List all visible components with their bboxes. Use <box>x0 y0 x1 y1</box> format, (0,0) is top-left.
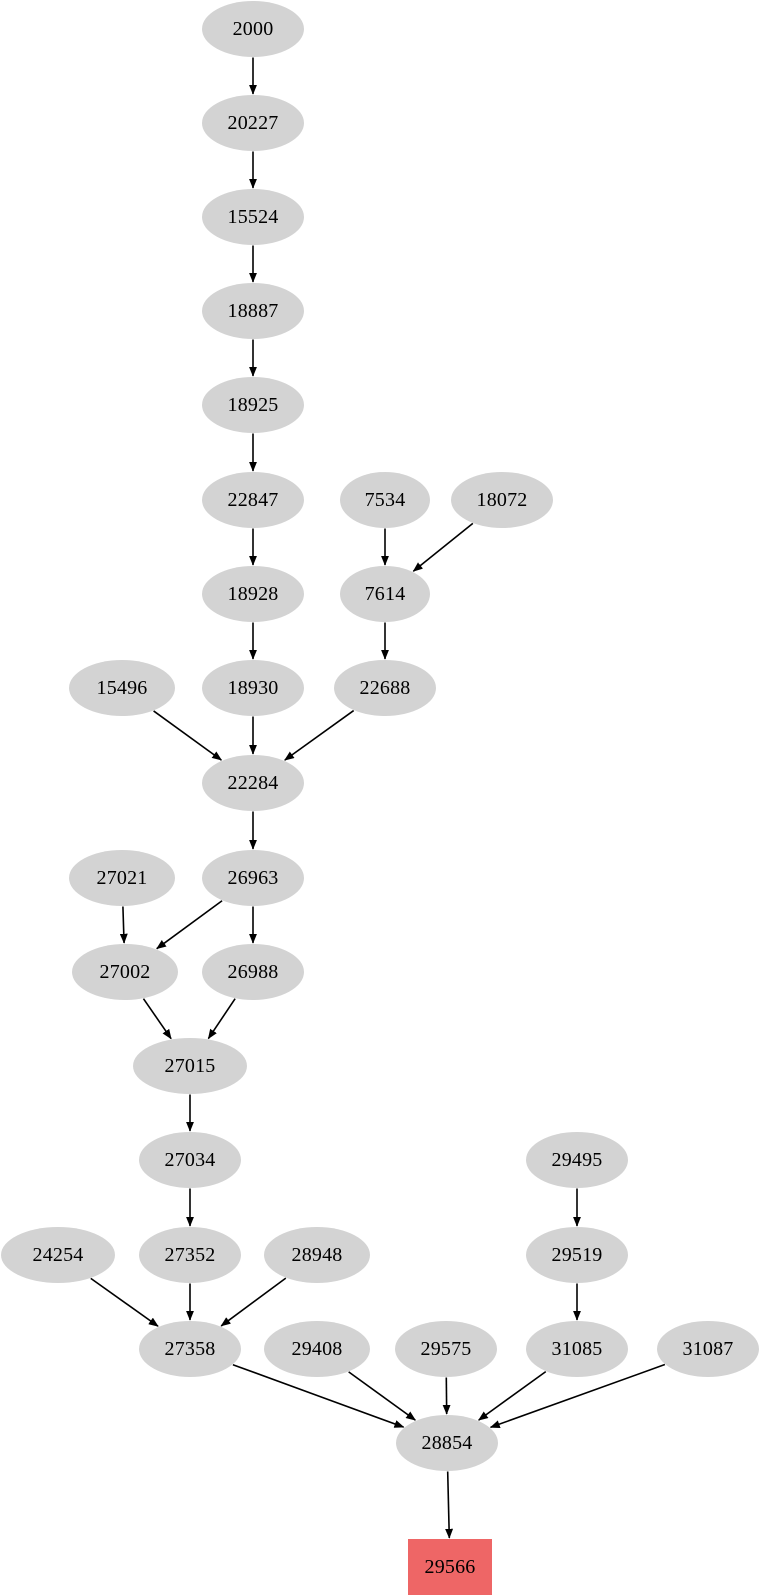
graph-node-label: 27358 <box>164 1338 216 1360</box>
graph-node-label: 15496 <box>96 677 148 699</box>
graph-node-label: 20227 <box>227 112 279 134</box>
graph-node-label: 22688 <box>359 677 411 699</box>
graph-node-27002[interactable]: 27002 <box>72 944 178 1000</box>
graph-node-label: 27034 <box>164 1149 216 1171</box>
graph-node-22847[interactable]: 22847 <box>202 472 304 528</box>
graph-node-15496[interactable]: 15496 <box>69 660 175 716</box>
graph-node-label: 29566 <box>424 1556 476 1578</box>
graph-node-label: 15524 <box>227 206 279 228</box>
graph-node-label: 27015 <box>164 1055 216 1077</box>
graph-node-label: 26988 <box>227 961 279 983</box>
graph-node-label: 18930 <box>227 677 279 699</box>
graph-node-label: 31087 <box>682 1338 734 1360</box>
graph-node-label: 18887 <box>227 300 279 322</box>
graph-node-label: 27021 <box>96 867 148 889</box>
graph-node-7614[interactable]: 7614 <box>340 566 430 622</box>
graph-node-label: 7614 <box>364 583 406 605</box>
graph-node-label: 18072 <box>476 489 528 511</box>
graph-node-26988[interactable]: 26988 <box>202 944 304 1000</box>
graph-node-label: 24254 <box>32 1244 84 1266</box>
graph-node-28948[interactable]: 28948 <box>264 1227 370 1283</box>
graph-node-15524[interactable]: 15524 <box>202 189 304 245</box>
graph-node-22688[interactable]: 22688 <box>334 660 436 716</box>
graph-node-2000[interactable]: 2000 <box>202 1 304 57</box>
graph-node-label: 27352 <box>164 1244 216 1266</box>
graph-node-label: 7534 <box>364 489 406 511</box>
graph-node-label: 29495 <box>551 1149 603 1171</box>
graph-node-28854[interactable]: 28854 <box>396 1415 498 1471</box>
graph-node-18928[interactable]: 18928 <box>202 566 304 622</box>
graph-node-label: 26963 <box>227 867 279 889</box>
graph-node-label: 31085 <box>551 1338 603 1360</box>
graph-node-26963[interactable]: 26963 <box>202 850 304 906</box>
graph-node-18925[interactable]: 18925 <box>202 377 304 433</box>
graph-node-20227[interactable]: 20227 <box>202 95 304 151</box>
graph-node-18887[interactable]: 18887 <box>202 283 304 339</box>
graph-node-29408[interactable]: 29408 <box>264 1321 370 1377</box>
graph-node-29575[interactable]: 29575 <box>395 1321 497 1377</box>
graph-node-label: 22847 <box>227 489 279 511</box>
graph-node-18930[interactable]: 18930 <box>202 660 304 716</box>
graph-node-18072[interactable]: 18072 <box>451 472 553 528</box>
graph-node-label: 18925 <box>227 394 279 416</box>
graph-node-label: 2000 <box>232 18 274 40</box>
graph-node-label: 27002 <box>99 961 151 983</box>
graph-node-29495[interactable]: 29495 <box>526 1132 628 1188</box>
graph-node-label: 28948 <box>291 1244 343 1266</box>
graph-node-31085[interactable]: 31085 <box>526 1321 628 1377</box>
graph-node-31087[interactable]: 31087 <box>657 1321 759 1377</box>
graph-node-27358[interactable]: 27358 <box>139 1321 241 1377</box>
graph-node-27034[interactable]: 27034 <box>139 1132 241 1188</box>
graph-node-label: 29408 <box>291 1338 343 1360</box>
graph-node-27021[interactable]: 27021 <box>69 850 175 906</box>
graph-node-7534[interactable]: 7534 <box>340 472 430 528</box>
graph-node-27015[interactable]: 27015 <box>133 1038 247 1094</box>
graph-node-27352[interactable]: 27352 <box>139 1227 241 1283</box>
graph-node-24254[interactable]: 24254 <box>1 1227 115 1283</box>
graph-node-29519[interactable]: 29519 <box>526 1227 628 1283</box>
graph-node-label: 22284 <box>227 772 279 794</box>
graph-node-29566[interactable]: 29566 <box>408 1539 492 1595</box>
graph-node-22284[interactable]: 22284 <box>202 755 304 811</box>
graph-node-label: 18928 <box>227 583 279 605</box>
graph-node-label: 29575 <box>420 1338 472 1360</box>
graph-node-label: 28854 <box>421 1432 473 1454</box>
graph-node-label: 29519 <box>551 1244 603 1266</box>
